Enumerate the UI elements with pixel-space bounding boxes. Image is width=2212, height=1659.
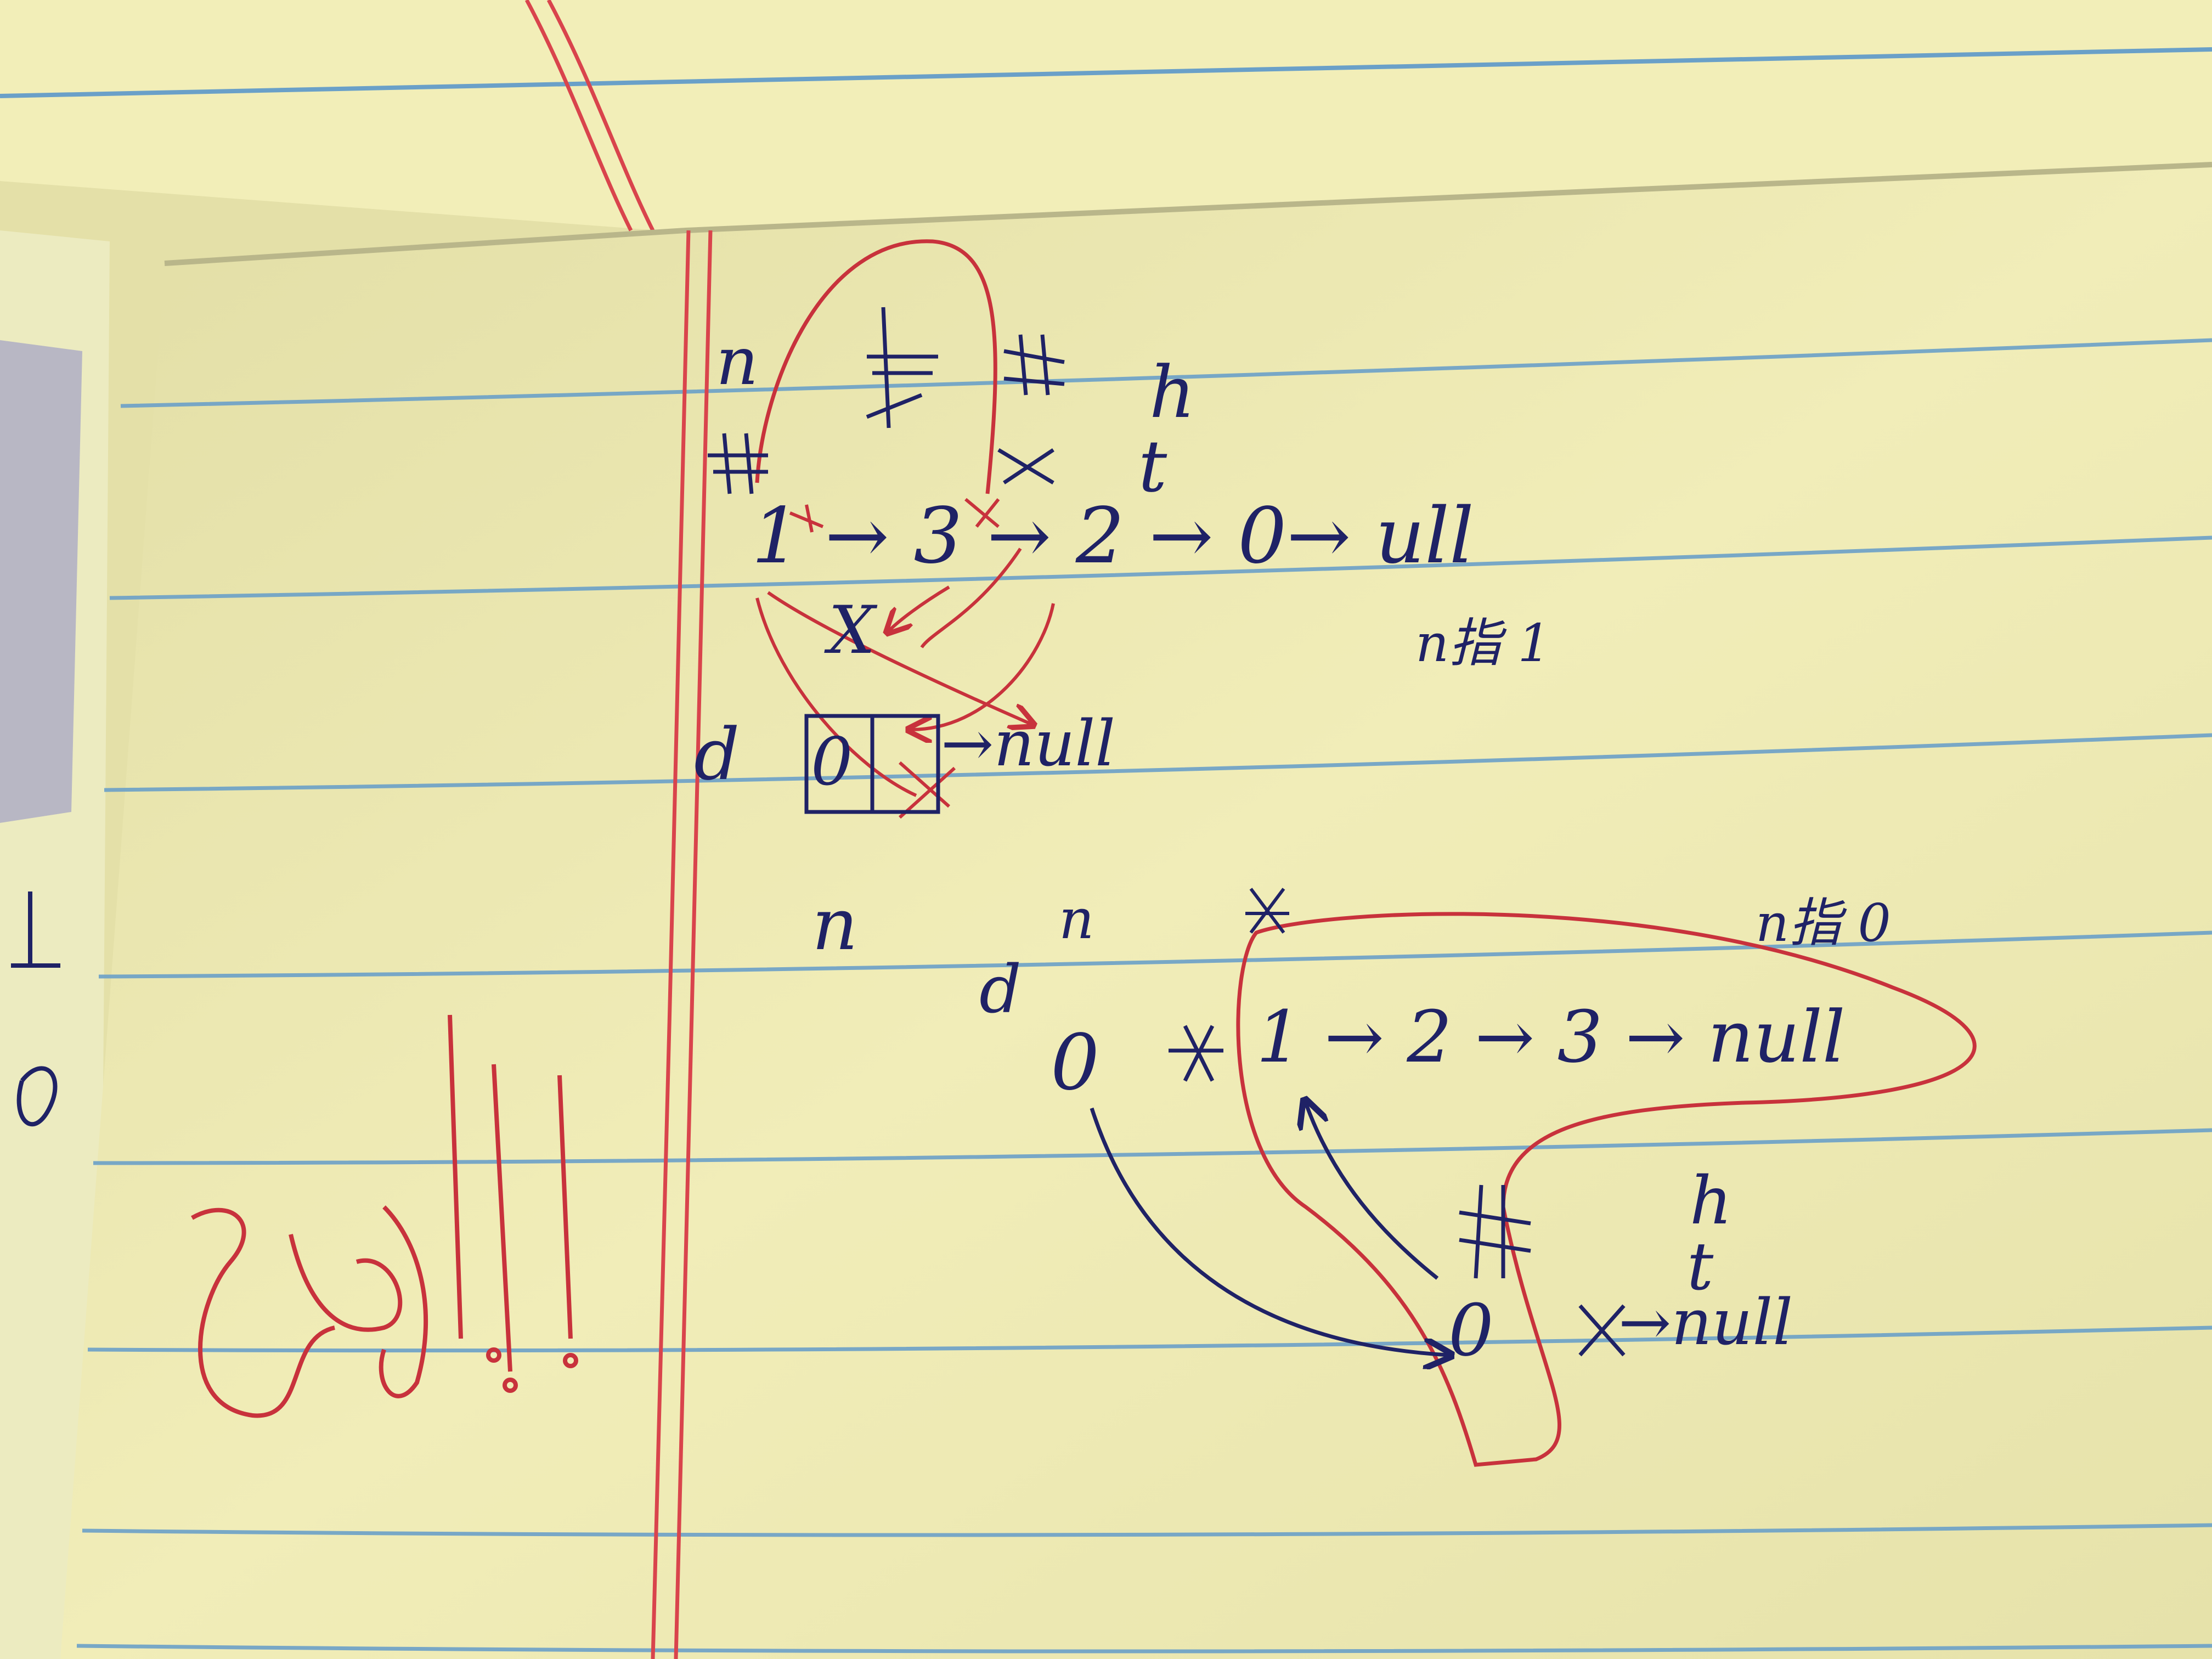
left-edge-marks [11,891,60,1127]
page-shadow [164,162,2212,266]
crossed-label [1003,334,1065,396]
red-arrow [889,585,950,631]
bottom-diagram: d n 0 1 → 2 → 3 → null n指 0 0 h t →null [979,887,1977,1467]
crossed-arrow [1578,1304,1626,1357]
margin-line [651,230,691,1659]
linked-list-chain: 1 → 2 → 3 → null [1256,995,1845,1079]
dummy-node-zero: 0 [1051,1018,1099,1108]
label-n-below: n [812,883,858,966]
top-diagram: n h t X 1 → 3 → 2 → 0→ ull n指 1 d 0 →nul… [694,239,1551,966]
folded-page-margin [524,0,633,232]
red-arrow [898,761,956,819]
crossed-label [1459,1184,1531,1279]
label-d: d [979,952,1022,1028]
dummy-node-value: 0 [811,724,853,800]
red-arrow [767,591,1031,724]
red-doodle [191,1014,578,1418]
label-n: n [716,324,758,400]
red-arrow [789,504,824,533]
main-page [60,165,2212,1659]
crossed-label [866,307,938,428]
red-arrow [911,603,1055,730]
folded-page-rule [0,47,2212,98]
crossed-label [708,433,768,494]
label-d: d [694,713,740,796]
tail-null: →null [1618,1286,1793,1359]
crossed-label [997,448,1054,485]
red-arrow [920,548,1022,648]
label-t: t [1687,1229,1714,1305]
red-arrow [755,597,917,797]
label-n: n [1059,887,1094,951]
red-loop-arrow [755,239,997,494]
margin-line [674,230,713,1659]
star-mark [1245,888,1289,934]
linked-list-chain: 1 → 3 → 2 → 0→ ull [752,492,1474,581]
label-x: X [824,592,878,669]
annotation-n-points-1: n指 1 [1415,613,1551,674]
label-h: h [1149,351,1195,434]
gray-background [0,340,82,823]
folded-page-margin [546,0,655,232]
dummy-null: →null [941,707,1115,781]
label-t: t [1138,425,1167,508]
label-h: h [1690,1163,1732,1239]
red-arrow [964,498,1000,528]
red-loop [1236,912,1977,1467]
new-tail-zero: 0 [1448,1289,1494,1372]
blue-arrow [1306,1103,1439,1280]
crossed-arrow [1169,1025,1223,1082]
ruled-lines [76,338,2212,1654]
blue-arrow [1090,1107,1448,1355]
annotation-n-points-0: n指 0 [1756,893,1891,953]
